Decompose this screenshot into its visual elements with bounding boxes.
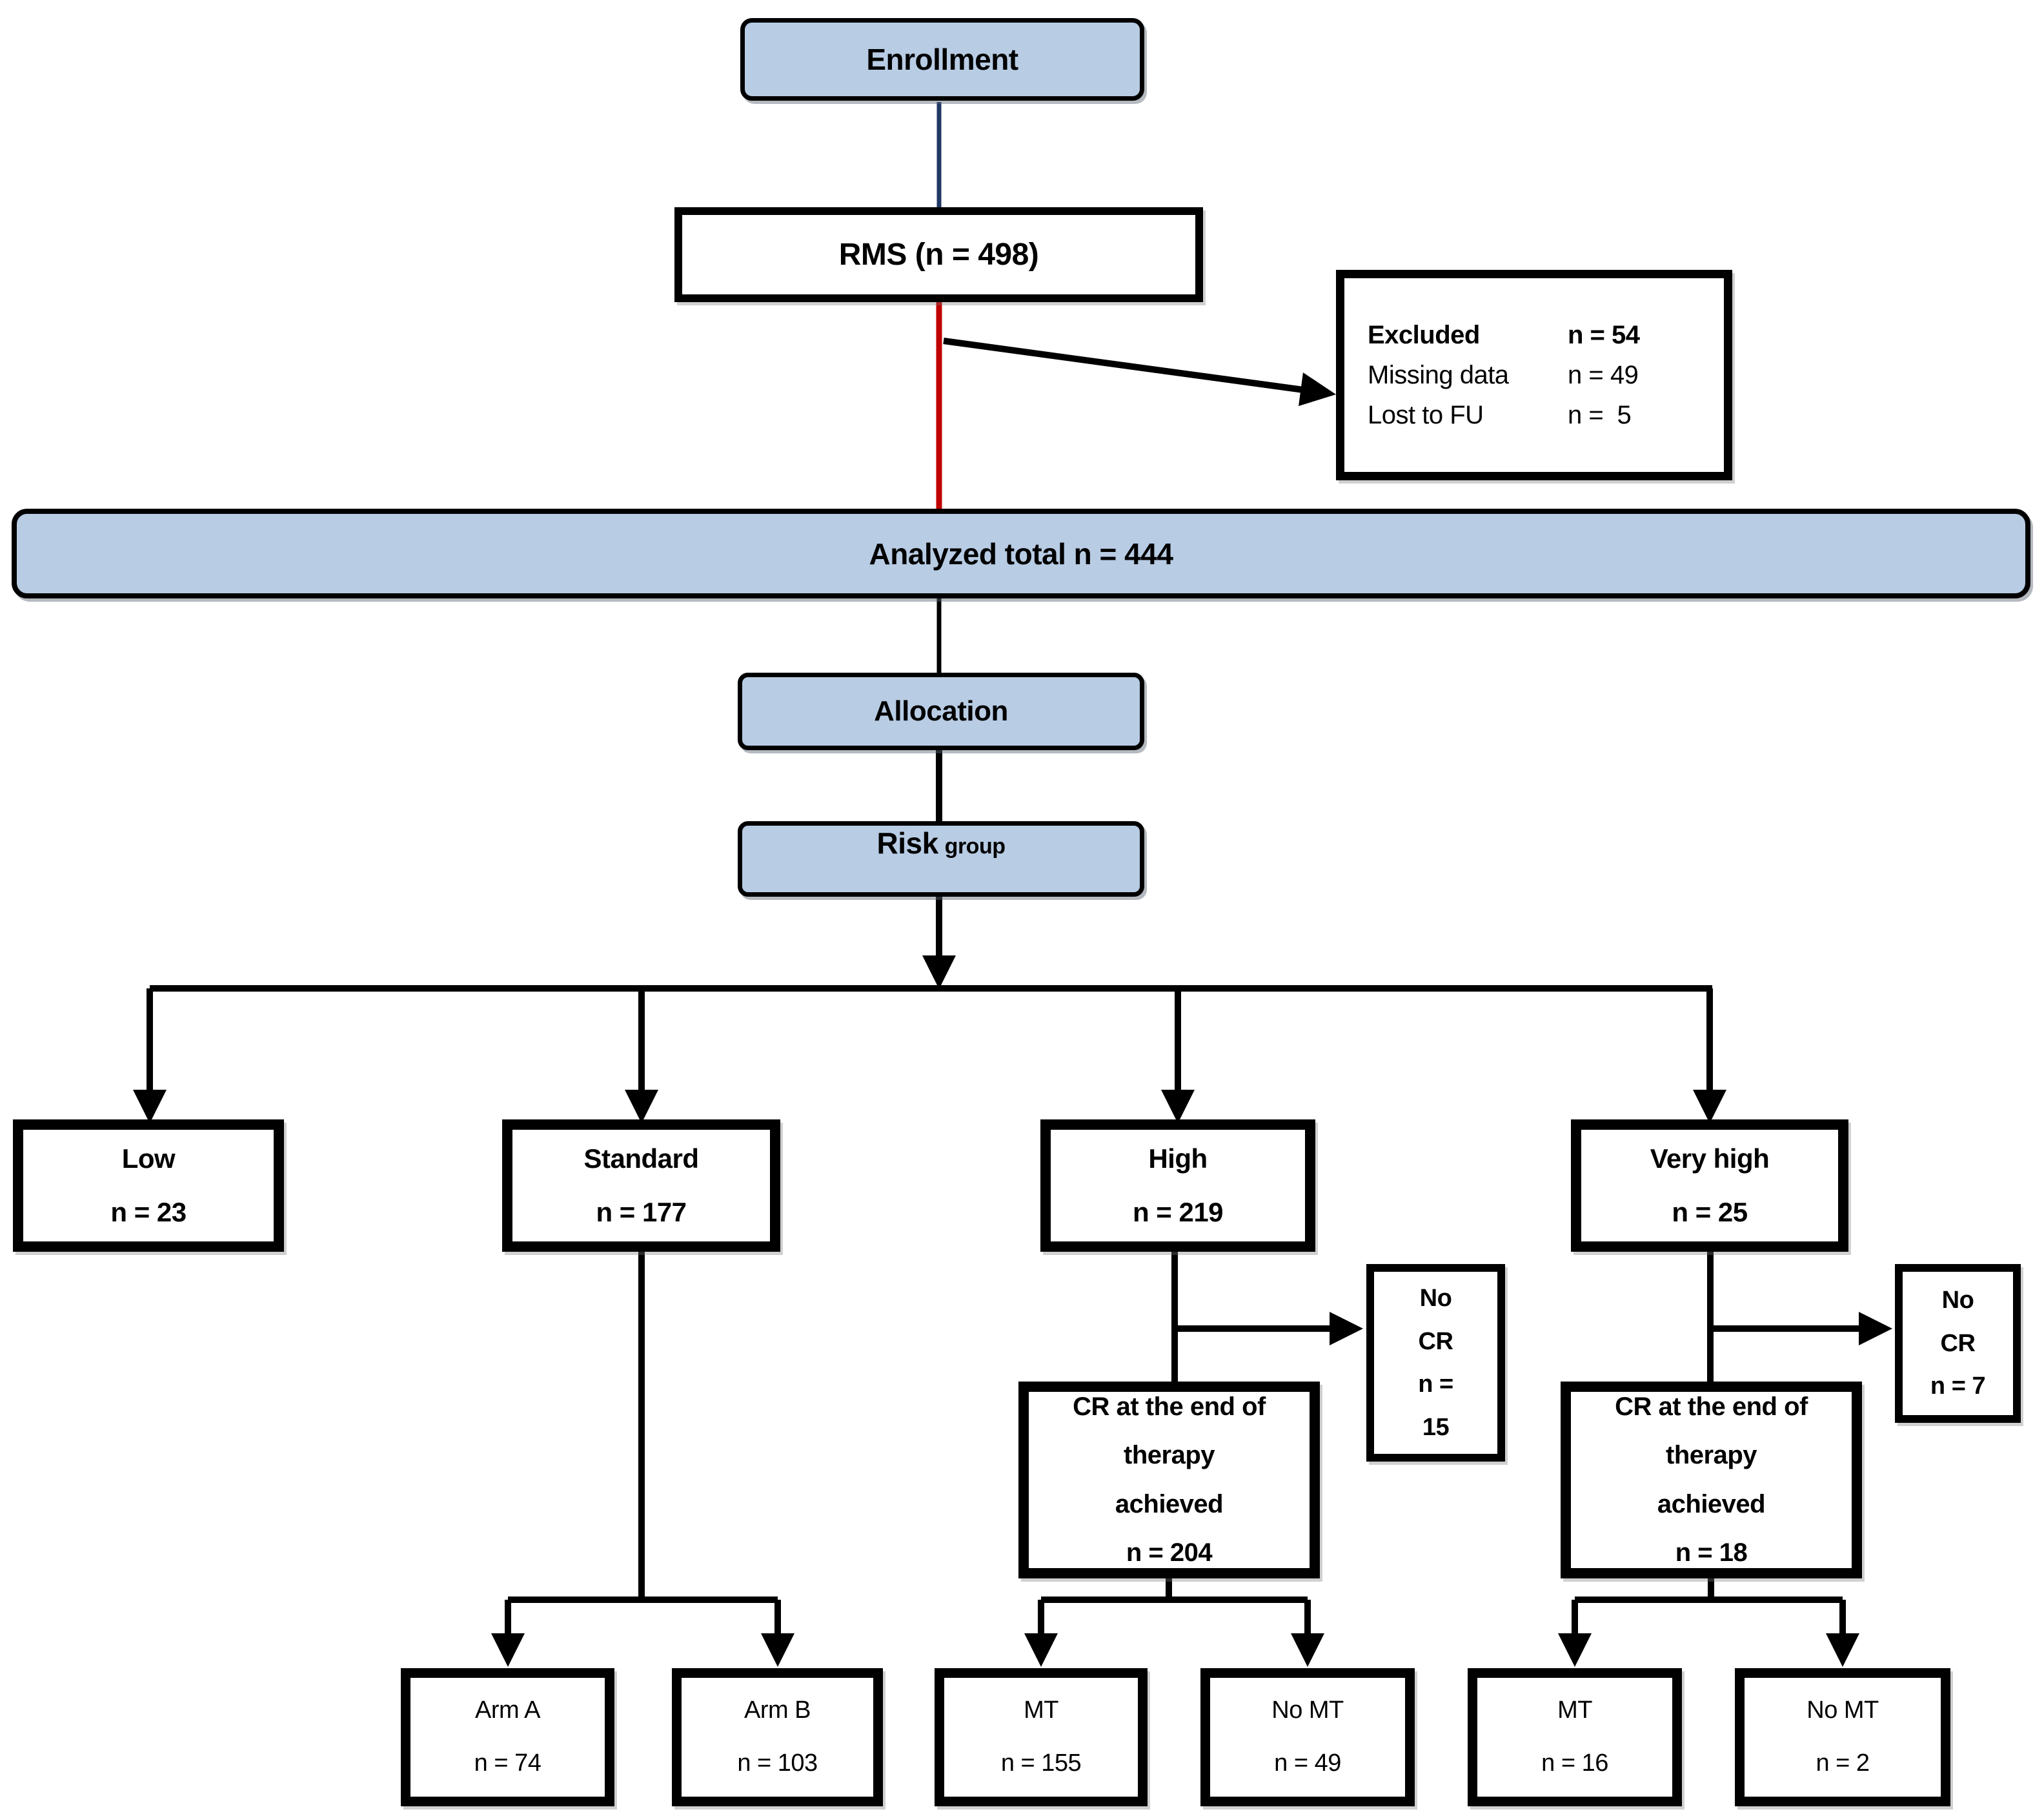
risk-group-label: Risk (876, 826, 939, 860)
cr-high-line: achieved (1115, 1489, 1224, 1518)
allocation-box: Allocation (738, 673, 1144, 750)
arm-a-label: Arm A (475, 1697, 540, 1724)
mt-high-n: n = 155 (1000, 1750, 1082, 1777)
no-cr-high-line: 15 (1422, 1413, 1450, 1441)
cr-veryhigh-line: achieved (1657, 1489, 1766, 1518)
lost-to-fu-label: Lost to FU (1368, 401, 1484, 429)
missing-data-value: n = 49 (1568, 361, 1639, 389)
risk-branch-high-box: High n = 219 (1040, 1119, 1315, 1252)
cr-veryhigh-line: CR at the end of (1615, 1393, 1808, 1422)
allocation-label: Allocation (874, 695, 1008, 727)
arrowhead-arma (491, 1633, 525, 1667)
arrowhead-standard (625, 1090, 658, 1123)
risk-group-sublabel: group (944, 834, 1006, 859)
mt-veryhigh-label: MT (1557, 1697, 1592, 1724)
arrowhead-veryhigh-nocr (1859, 1312, 1892, 1345)
cr-achieved-high-box: CR at the end of therapy achieved n = 20… (1018, 1382, 1320, 1578)
no-cr-high-line: No (1419, 1285, 1452, 1312)
risk-branch-standard-box: Standard n = 177 (502, 1119, 780, 1252)
standard-label: Standard (583, 1143, 699, 1174)
arrowhead-armb (761, 1633, 794, 1667)
no-cr-veryhigh-line: CR (1940, 1329, 1976, 1357)
risk-branch-veryhigh-box: Very high n = 25 (1571, 1119, 1848, 1252)
arm-a-n: n = 74 (474, 1750, 541, 1777)
risk-group-box: Risk group (738, 821, 1144, 897)
no-mt-high-box: No MT n = 49 (1200, 1668, 1415, 1806)
mt-veryhigh-box: MT n = 16 (1468, 1668, 1682, 1806)
excluded-row: Excluded n = 54 (1368, 322, 1701, 348)
no-cr-high-line: n = (1418, 1371, 1453, 1398)
arrowhead-excluded (1299, 372, 1336, 406)
cr-achieved-veryhigh-box: CR at the end of therapy achieved n = 18 (1561, 1382, 1862, 1578)
arm-b-label: Arm B (744, 1697, 811, 1724)
cr-veryhigh-line: therapy (1666, 1441, 1757, 1470)
cr-high-line: therapy (1124, 1441, 1215, 1470)
excluded-row: Lost to FU n = 5 (1368, 402, 1701, 428)
no-mt-veryhigh-box: No MT n = 2 (1735, 1668, 1950, 1806)
analyzed-total-box: Analyzed total n = 444 (12, 509, 2030, 598)
analyzed-total-label: Analyzed total n = 444 (869, 536, 1173, 571)
enrollment-label: Enrollment (866, 43, 1018, 76)
risk-branch-low-box: Low n = 23 (13, 1119, 284, 1252)
arrowhead-nomt2 (1826, 1633, 1859, 1667)
no-mt-veryhigh-label: No MT (1806, 1697, 1879, 1724)
arrowhead-high-nocr (1330, 1312, 1363, 1345)
arrowhead-nomt49 (1291, 1633, 1324, 1667)
no-cr-veryhigh-line: No (1941, 1287, 1974, 1314)
excluded-value: n = 54 (1568, 321, 1640, 349)
excluded-row: Missing data n = 49 (1368, 362, 1701, 388)
veryhigh-n: n = 25 (1672, 1196, 1748, 1227)
enrollment-box: Enrollment (740, 18, 1144, 101)
rms-label: RMS (n = 498) (838, 238, 1039, 272)
arrowhead-high (1161, 1090, 1195, 1123)
cr-high-n: n = 204 (1126, 1538, 1213, 1567)
cr-high-line: CR at the end of (1073, 1393, 1266, 1422)
arrowhead-mt155 (1024, 1633, 1058, 1667)
arm-a-box: Arm A n = 74 (401, 1668, 614, 1806)
no-mt-high-n: n = 49 (1274, 1750, 1341, 1777)
arm-b-box: Arm B n = 103 (672, 1668, 883, 1806)
veryhigh-label: Very high (1650, 1143, 1770, 1174)
no-cr-high-line: CR (1418, 1327, 1453, 1355)
arrowhead-low (133, 1090, 167, 1123)
excluded-label: Excluded (1368, 321, 1480, 349)
arrowhead-mt16 (1558, 1633, 1592, 1667)
mt-high-box: MT n = 155 (935, 1668, 1148, 1806)
no-mt-high-label: No MT (1271, 1697, 1344, 1724)
connector-rms-excluded (943, 338, 1304, 393)
mt-veryhigh-n: n = 16 (1541, 1750, 1608, 1777)
standard-n: n = 177 (596, 1196, 687, 1227)
missing-data-label: Missing data (1368, 361, 1509, 389)
no-cr-veryhigh-box: No CR n = 7 (1895, 1264, 2021, 1423)
cr-veryhigh-n: n = 18 (1675, 1538, 1748, 1567)
arrowhead-branchline (922, 955, 956, 989)
rms-box: RMS (n = 498) (674, 207, 1203, 302)
high-n: n = 219 (1132, 1196, 1224, 1227)
excluded-box: Excluded n = 54 Missing data n = 49 Lost… (1336, 270, 1732, 480)
arrowhead-veryhigh (1693, 1090, 1726, 1123)
low-n: n = 23 (110, 1196, 187, 1227)
mt-high-label: MT (1024, 1697, 1058, 1724)
lost-to-fu-value: n = 5 (1568, 401, 1632, 429)
high-label: High (1148, 1143, 1208, 1174)
no-cr-veryhigh-line: n = 7 (1930, 1372, 1986, 1400)
low-label: Low (121, 1143, 176, 1174)
no-cr-high-box: No CR n = 15 (1366, 1264, 1505, 1462)
arm-b-n: n = 103 (737, 1750, 818, 1777)
no-mt-veryhigh-n: n = 2 (1816, 1750, 1870, 1777)
